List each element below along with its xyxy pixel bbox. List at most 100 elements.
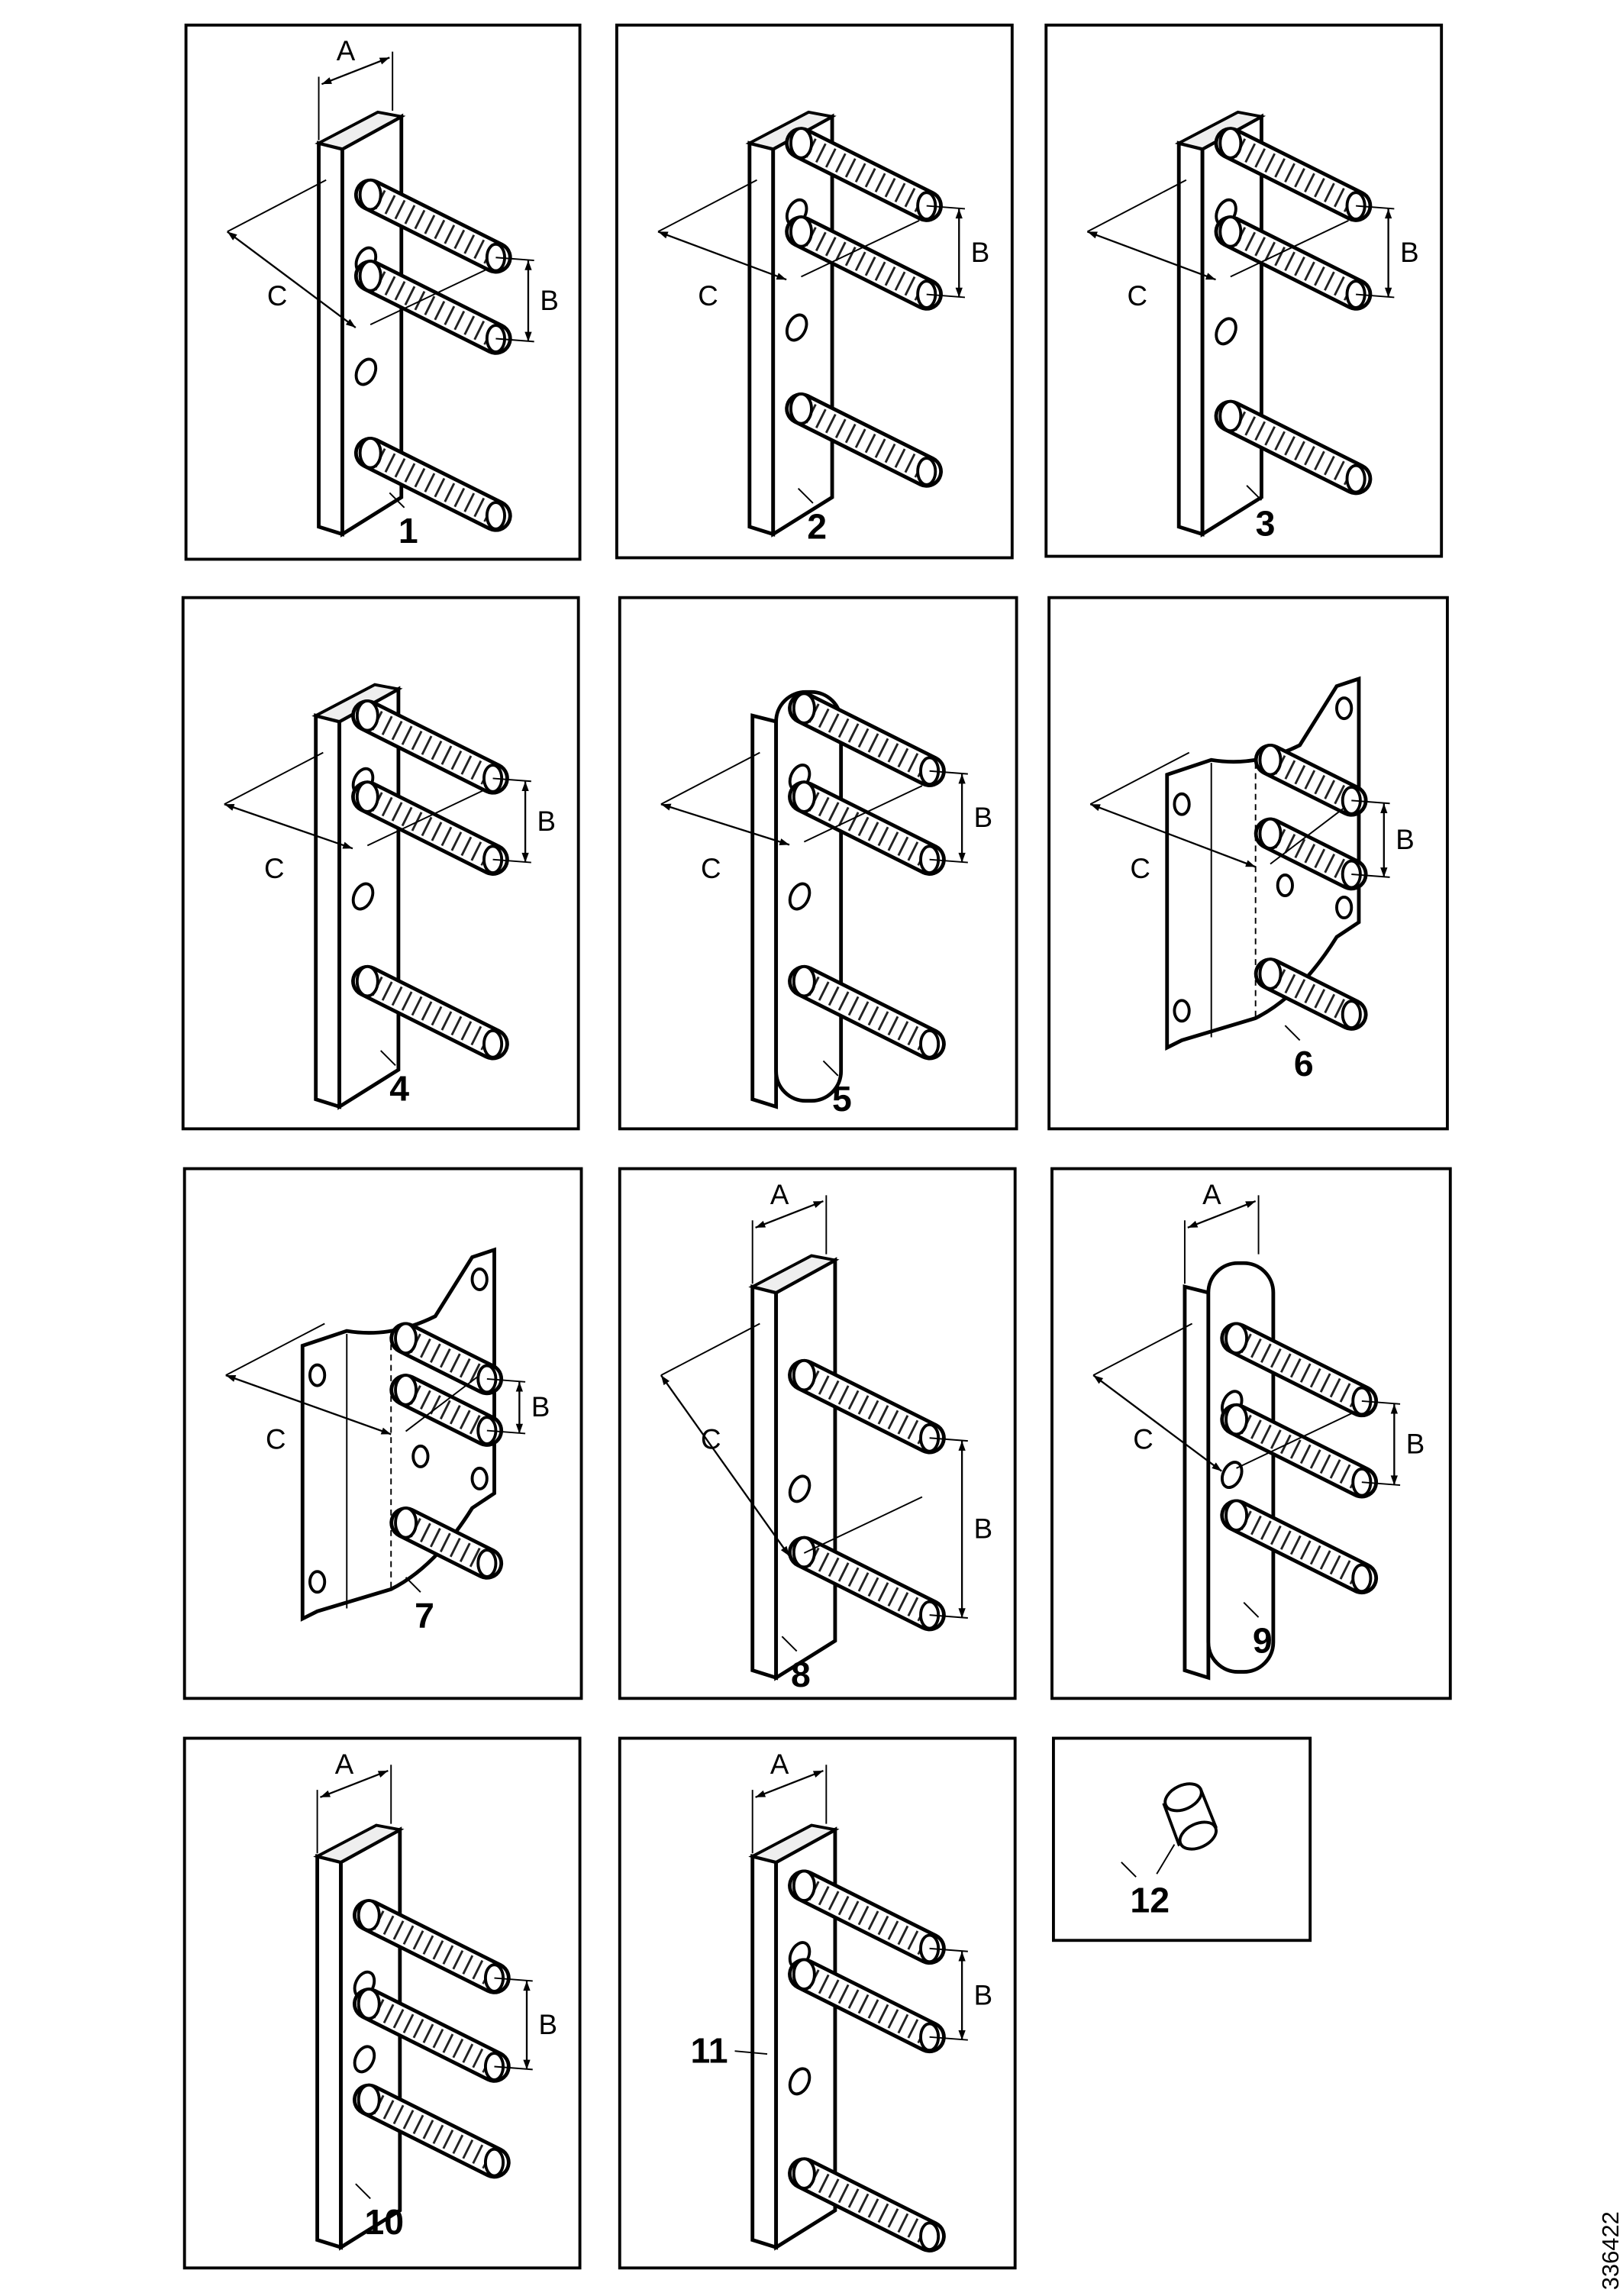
rebar-base [1218,399,1243,433]
bolt-hole [1173,999,1191,1023]
plate-top [315,110,406,151]
rebar-stud [791,1362,943,1451]
dimension-b-extension [494,1977,533,1982]
rebar-stud [354,784,506,873]
rebar-end [483,2147,505,2178]
rebar-base [355,780,379,813]
rebar-base [792,2157,816,2190]
dimension-b-extension [1351,799,1390,805]
dimension-c-arrowhead [660,803,672,811]
plate-edge [1183,1284,1211,1681]
rebar-stud [1257,961,1364,1028]
rebar-stud [791,784,943,873]
dimension-b-extension [495,257,534,262]
dimension-c-arrowhead [380,1427,392,1435]
rebar-base [394,1374,418,1406]
leader-line [1156,1844,1176,1875]
dimension-b-arrowhead [1380,867,1388,877]
dimension-c-arrowhead [342,841,353,849]
rebar-stud [354,968,506,1057]
dimension-b-extension [929,1437,968,1442]
panel-2: BC2 [615,23,1014,560]
panel-4: BC4 [181,596,580,1131]
plate-edge [314,713,342,1109]
dimension-a-arrowhead [377,1771,389,1778]
rebar-base [789,127,813,160]
leader-line [781,1636,798,1652]
leader-line [380,1050,396,1066]
bolt-hole [1335,696,1354,721]
dimension-c-label: C [1128,280,1148,312]
dimension-c-arrowhead [1090,804,1101,812]
rebar-base [792,1958,816,1991]
dimension-b-arrowhead [524,260,532,270]
dimension-c-extension [1089,751,1190,806]
dimension-a-arrowhead [812,1771,824,1778]
panel-3: BC3 [1044,23,1444,558]
dimension-c [1086,231,1216,281]
rebar-base [792,964,816,998]
dimension-c [1092,1374,1222,1472]
dimension-b-arrowhead [1390,1475,1398,1486]
leader-line [797,487,814,504]
dimension-c [660,803,790,846]
rebar-stud [356,1902,507,1991]
dimension-c-arrowhead [345,318,356,328]
panel-6: BC6 [1047,596,1449,1131]
rebar-base [358,260,382,292]
dimension-b-arrowhead [958,1951,966,1962]
dimension-a-label: A [770,1179,789,1210]
rebar-stud [789,396,940,484]
leader-line [1243,1602,1260,1618]
rebar-base [1225,1322,1249,1355]
dimension-c-extension [657,179,757,233]
dimension-c-label: C [701,853,721,884]
rebar-base [357,2083,381,2117]
rebar-ribs [1274,969,1350,1021]
plate-edge [750,1284,779,1681]
bolt-hole [785,313,808,342]
dimension-b-arrowhead [521,781,529,791]
dimension-c-label: C [266,1424,286,1455]
dimension-c-extension [1092,1322,1193,1376]
dimension-c-arrowhead [1245,860,1256,867]
part-number: 11 [691,2031,728,2071]
dimension-c-arrowhead [1087,231,1098,239]
rebar-stud [1218,131,1369,219]
rebar-stud [393,1377,500,1444]
panel-5: BC5 [618,596,1018,1131]
leader-line [1246,485,1263,501]
plate-top [748,1254,840,1294]
part-number: 9 [1253,1620,1273,1660]
dimension-b-label: B [1396,824,1414,855]
rebar-base [792,692,816,725]
dimension-c-arrowhead [776,273,787,280]
rebar-stud [1218,218,1369,307]
dimension-b-arrowhead [958,2030,966,2040]
rebar-ribs [1274,754,1350,807]
dimension-a-arrowhead [321,77,332,85]
panel-7: BC7 [182,1167,583,1700]
leader-line [734,2050,768,2055]
dimension-c-label: C [1133,1424,1154,1455]
rebar-base [358,437,382,470]
dimension-c-extension [660,1322,760,1376]
rebar-stud [1224,1406,1375,1495]
dimension-c [227,231,357,328]
plate-edge [750,1854,779,2250]
dimension-c-extension [1270,807,1345,865]
dimension-c-extension [227,179,327,233]
dimension-c-extension [1236,1411,1355,1469]
dimension-c [224,803,353,850]
dimension-a-arrowhead [1245,1201,1256,1209]
rebar-base [394,1322,418,1355]
rebar-base [1218,215,1243,248]
dimension-a-arrowhead [755,1790,766,1797]
rebar-base [358,178,382,212]
rebar-base [1225,1499,1249,1532]
dimension-b-arrowhead [958,852,966,863]
dimension-c-arrowhead [658,231,669,239]
part-number: 8 [791,1655,811,1694]
